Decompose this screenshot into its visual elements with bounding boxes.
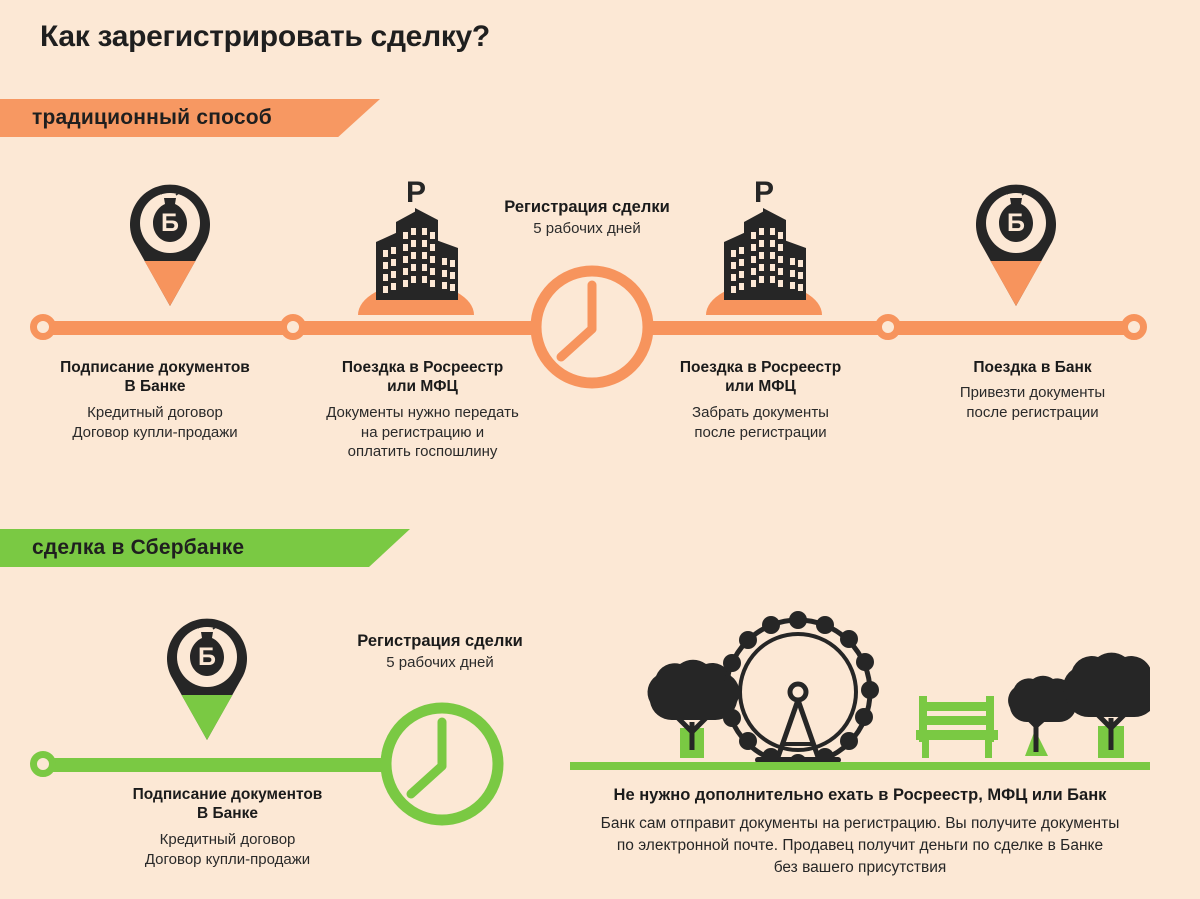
step-1-title: Подписание документов В Банке [60, 359, 250, 396]
registration-title: Регистрация сделки [357, 632, 523, 650]
step-4: Поездка в Банк Привезти документы после … [920, 358, 1145, 423]
step-3-title: Поездка в Росреестр или МФЦ [679, 359, 842, 396]
section-banner-sberbank-label: сделка в Сбербанке [32, 536, 245, 559]
timeline-node-1[interactable] [30, 314, 56, 340]
step-1: Подписание документов В Банке Кредитный … [25, 358, 285, 442]
bank-pin-glyph: Б [198, 643, 216, 671]
clock-icon [528, 263, 656, 391]
step-3: Поездка в Росреестр или МФЦ Забрать доку… [648, 358, 873, 442]
small-tree-icon [1008, 675, 1078, 756]
step-sberbank-1-sub: Кредитный договор Договор купли-продажи [144, 830, 311, 868]
timeline-line-sberbank [40, 758, 400, 772]
step-2-title: Поездка в Росреестр или МФЦ [341, 359, 504, 396]
tree-icon [1063, 652, 1160, 758]
registration-title: Регистрация сделки [504, 198, 670, 216]
ferris-wheel-icon [717, 611, 879, 772]
bank-pin-icon: Б [126, 168, 214, 308]
registration-caption-traditional: Регистрация сделки 5 рабочих дней [492, 198, 682, 237]
rosreestr-buildings-icon: Р [700, 170, 828, 347]
page-title: Как зарегистрировать сделку? [40, 20, 490, 53]
step-2: Поездка в Росреестр или МФЦ Документы ну… [290, 358, 555, 462]
timeline-node-3[interactable] [875, 314, 901, 340]
step-sberbank-1: Подписание документов В Банке Кредитный … [85, 785, 370, 869]
sberbank-note: Не нужно дополнительно ехать в Росреестр… [530, 786, 1190, 879]
section-banner-sberbank: сделка в Сбербанке [0, 529, 410, 567]
timeline-node-4[interactable] [1121, 314, 1147, 340]
timeline-node-sberbank-1[interactable] [30, 751, 56, 777]
registration-caption-sberbank: Регистрация сделки 5 рабочих дней [345, 632, 535, 671]
registration-duration: 5 рабочих дней [386, 654, 494, 671]
park-scene [570, 610, 1160, 774]
rosreestr-buildings-icon: Р [352, 170, 480, 347]
bank-pin-glyph: Б [161, 209, 179, 237]
rosreestr-glyph: Р [406, 176, 426, 209]
step-4-title: Поездка в Банк [973, 359, 1092, 376]
bank-pin-icon: Б [163, 602, 251, 742]
ground-line [570, 762, 1150, 774]
tree-icon [647, 659, 740, 758]
rosreestr-glyph: Р [754, 176, 774, 209]
step-4-sub: Привезти документы после регистрации [959, 384, 1106, 422]
section-banner-traditional-label: традиционный способ [32, 106, 272, 129]
timeline-node-2[interactable] [280, 314, 306, 340]
sberbank-note-heading: Не нужно дополнительно ехать в Росреестр… [613, 786, 1107, 804]
sberbank-note-body: Банк сам отправит документы на регистрац… [600, 815, 1120, 876]
bench-icon [916, 696, 998, 758]
registration-duration: 5 рабочих дней [533, 220, 641, 237]
section-banner-traditional: традиционный способ [0, 99, 380, 137]
step-3-sub: Забрать документы после регистрации [692, 403, 829, 441]
clock-icon [378, 700, 506, 828]
step-2-sub: Документы нужно передать на регистрацию … [326, 403, 519, 461]
step-sberbank-1-title: Подписание документов В Банке [132, 786, 323, 823]
step-1-sub: Кредитный договор Договор купли-продажи [72, 403, 238, 441]
bank-pin-glyph: Б [1007, 209, 1025, 237]
bank-pin-icon: Б [972, 168, 1060, 308]
